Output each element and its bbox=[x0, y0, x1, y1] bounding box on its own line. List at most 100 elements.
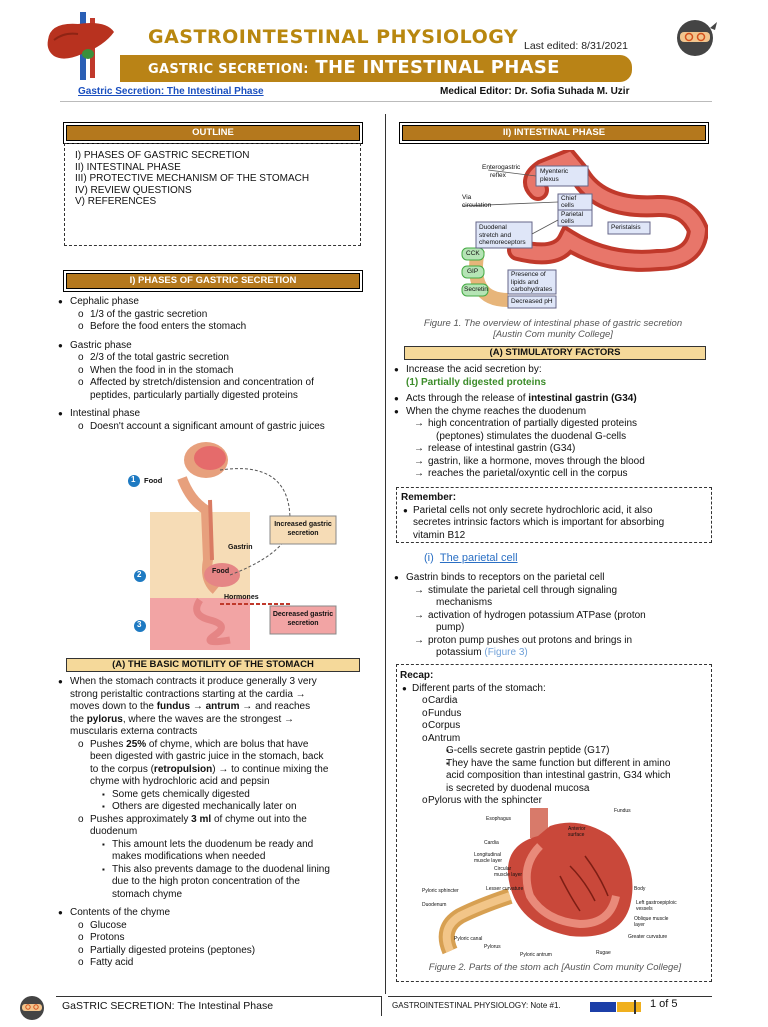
list-item: Corpus bbox=[400, 720, 710, 733]
list-item: stimulate the parietal cell through sign… bbox=[392, 585, 712, 598]
figure-label: Decreased pH bbox=[511, 298, 553, 305]
column-divider bbox=[385, 114, 386, 994]
list-item: When the chyme reaches the duodenum bbox=[392, 406, 712, 419]
text-span: moves down to the bbox=[70, 701, 157, 712]
figure-label-line: reflex bbox=[490, 171, 506, 179]
heading-number: (i) bbox=[424, 552, 434, 564]
list-item: high concentration of partially digested… bbox=[392, 418, 712, 431]
list-item: 1/3 of the gastric secretion bbox=[56, 309, 376, 322]
figure-label: Increased gastric secretion bbox=[272, 520, 334, 538]
figure-label: GIP bbox=[467, 268, 479, 275]
list-item: activation of hydrogen potassium ATPase … bbox=[392, 610, 712, 623]
page-header-title: GASTROINTESTINAL PHYSIOLOGY bbox=[148, 26, 519, 48]
figure-label: Hormones bbox=[224, 594, 259, 601]
liver-icon bbox=[47, 12, 114, 80]
list-item: gastrin, like a hormone, moves through t… bbox=[392, 456, 712, 469]
figure-label: Left gastroepiploic vessels bbox=[636, 900, 677, 912]
text-span: potassium bbox=[436, 647, 485, 658]
text-span: to the corpus ( bbox=[90, 763, 154, 775]
text-bold: 25% bbox=[126, 738, 147, 750]
remember-box: Remember: Parietal cells not only secret… bbox=[396, 487, 712, 543]
subtitle-link[interactable]: Gastric Secretion: The Intestinal Phase bbox=[78, 86, 264, 97]
motility-list: When the stomach contracts it produce ge… bbox=[56, 676, 378, 970]
parietal-list: Gastrin binds to receptors on the pariet… bbox=[392, 572, 712, 660]
text-bold: retropulsion bbox=[153, 763, 213, 775]
ninja-logo bbox=[672, 14, 718, 58]
list-item: When the food in in the stomach bbox=[56, 365, 376, 378]
figure-label-line: Myenteric bbox=[540, 168, 569, 175]
intestinal-heading: II) INTESTINAL PHASE bbox=[402, 125, 706, 141]
list-item-cont: due to the high proton concentration of … bbox=[112, 876, 300, 887]
figure-label: CCK bbox=[466, 250, 480, 257]
figure-label: Food bbox=[212, 568, 230, 575]
footer-ninja-logo bbox=[14, 992, 50, 1022]
outline-item[interactable]: III) PROTECTIVE MECHANISM OF THE STOMACH bbox=[75, 173, 310, 184]
text-span: Acts through the release of bbox=[406, 393, 529, 404]
list-item: Pushes 25% of chyme, which are bolus tha… bbox=[56, 739, 378, 752]
figure-label: Body bbox=[634, 886, 646, 892]
list-item: Antrum bbox=[400, 733, 710, 746]
ninja-icon bbox=[677, 20, 717, 56]
list-item: Different parts of the stomach: bbox=[400, 683, 710, 696]
banner-small-text: GASTRIC SECRETION: bbox=[148, 62, 309, 77]
motility-heading: (A) THE BASIC MOTILITY OF THE STOMACH bbox=[66, 658, 360, 672]
outline-item[interactable]: V) REFERENCES bbox=[75, 196, 157, 207]
list-item-cont: acid composition than intestinal gastrin… bbox=[446, 770, 671, 781]
figure-label-line: carbohydrates bbox=[511, 286, 553, 293]
list-item: This also prevents damage to the duodena… bbox=[56, 864, 378, 877]
list-item: Increase the acid secretion by: bbox=[392, 364, 712, 377]
stimulatory-heading: (A) STIMULATORY FACTORS bbox=[404, 346, 706, 360]
list-item: Protons bbox=[56, 932, 378, 945]
subsection-heading: (1) Partially digested proteins bbox=[406, 376, 547, 388]
list-item-cont: muscularis externa contracts bbox=[70, 726, 198, 737]
ninja-nerd-logo bbox=[590, 1000, 642, 1014]
text-bold: 3 ml bbox=[191, 813, 212, 825]
parietal-cell-heading: (i) The parietal cell bbox=[424, 552, 518, 564]
list-item: release of intestinal gastrin (G34) bbox=[392, 443, 712, 456]
figure-label: Pyloric canal bbox=[454, 936, 483, 942]
outline-item[interactable]: I) PHASES OF GASTRIC SECRETION bbox=[75, 150, 250, 161]
footer-note-text: GASTROINTESTINAL PHYSIOLOGY: Note #1. bbox=[392, 1001, 561, 1010]
outline-heading: OUTLINE bbox=[66, 125, 360, 141]
figure-label: Greater curvature bbox=[628, 934, 668, 940]
list-item: This amount lets the duodenum be ready a… bbox=[56, 839, 378, 852]
figure-label-line: Enterogastric bbox=[482, 164, 521, 171]
figure-label-line: Parietal bbox=[561, 211, 584, 218]
gastric-phases-figure: 1 Food Increased gastric secretion Gastr… bbox=[120, 440, 348, 650]
page-banner bbox=[120, 55, 632, 82]
page-number: 1 of 5 bbox=[650, 998, 678, 1010]
list-item: Others are digested mechanically later o… bbox=[56, 801, 378, 814]
figure-label: Secretin bbox=[464, 286, 488, 293]
figure-label: Longitudinal muscle layer bbox=[474, 852, 503, 864]
list-item: Affected by stretch/distension and conce… bbox=[56, 377, 376, 390]
figure-label: Oblique muscle layer bbox=[634, 916, 669, 928]
figure-label-line: Increased gastric bbox=[274, 521, 332, 528]
text-bold: antrum bbox=[205, 701, 240, 712]
text-bold: intestinal gastrin (G34) bbox=[528, 393, 637, 404]
list-item: Contents of the chyme bbox=[56, 907, 378, 920]
figure-label-line: secretion bbox=[287, 530, 319, 537]
text-span: the bbox=[70, 713, 87, 725]
text-span: Pushes approximately bbox=[90, 813, 192, 825]
text-bold: fundus bbox=[156, 701, 191, 712]
outline-item[interactable]: II) INTESTINAL PHASE bbox=[75, 161, 181, 173]
outline-item[interactable]: IV) REVIEW QUESTIONS bbox=[75, 184, 192, 196]
text-span: ) → to continue mixing the bbox=[212, 763, 329, 775]
figure-label-line: plexus bbox=[540, 175, 559, 183]
banner-title: GASTRIC SECRETION: THE INTESTINAL PHASE bbox=[148, 57, 560, 78]
brand-logo-icon bbox=[590, 1000, 641, 1014]
figure-1-caption: Figure 1. The overview of intestinal pha… bbox=[396, 318, 710, 340]
list-item: Cephalic phase bbox=[56, 296, 376, 309]
list-item: Glucose bbox=[56, 920, 378, 933]
list-item: Gastric phase bbox=[56, 340, 376, 353]
list-item-cont: stomach chyme bbox=[112, 888, 183, 900]
figure-label-line: circulation bbox=[462, 201, 492, 209]
figure-3-link[interactable]: (Figure 3) bbox=[484, 647, 528, 658]
list-item: Acts through the release of intestinal g… bbox=[392, 393, 712, 406]
figure-2-caption: Figure 2. Parts of the stom ach [Austin … bbox=[428, 962, 682, 973]
list-item-cont: is secreted by duodenal mucosa bbox=[446, 782, 590, 794]
list-item-cont: vitamin B12 bbox=[413, 529, 466, 541]
figure-label-line: Presence of bbox=[511, 271, 546, 278]
